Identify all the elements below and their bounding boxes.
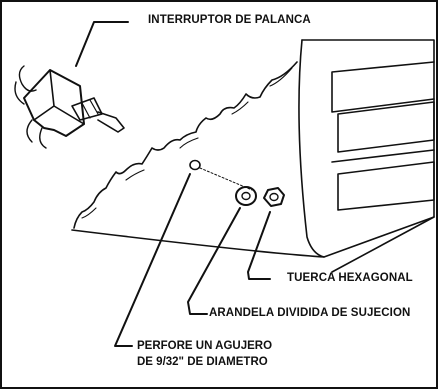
toggle-switch-bushing bbox=[71, 97, 103, 121]
label-toggle-switch: INTERRUPTOR DE PALANCA bbox=[148, 14, 311, 26]
front-frame-inner-upper bbox=[337, 101, 435, 153]
label-split-lock-washer: ARANDELA DIVIDIDA DE SUJECION bbox=[209, 307, 411, 319]
leader-split-washer bbox=[187, 207, 241, 315]
alignment-dashed-line bbox=[199, 167, 253, 191]
split-lock-washer-shape bbox=[235, 186, 257, 206]
label-hex-nut: TUERCA HEXAGONAL bbox=[287, 272, 413, 284]
leader-hex-nut bbox=[247, 211, 271, 280]
panel-cutaway-edge bbox=[73, 61, 298, 229]
toggle-switch-body bbox=[23, 69, 85, 137]
front-frame-inner-lower bbox=[337, 161, 435, 211]
leader-drill-hole bbox=[114, 173, 191, 347]
hex-nut-shape bbox=[263, 187, 285, 207]
side-panel-bottom-edge bbox=[71, 229, 325, 258]
leader-toggle-switch bbox=[75, 21, 129, 67]
toggle-switch-lever bbox=[97, 111, 125, 133]
cabinet-back-outline bbox=[301, 39, 435, 273]
label-drill-hole-line1: PERFORE UN AGUJERO bbox=[137, 340, 273, 352]
drill-hole bbox=[189, 159, 201, 171]
toggle-switch-wires bbox=[14, 65, 47, 149]
front-frame-divider bbox=[331, 149, 435, 163]
front-frame-upper bbox=[331, 61, 435, 113]
label-drill-hole-line2: DE 9/32" DE DIAMETRO bbox=[137, 356, 268, 368]
side-panel-outline bbox=[298, 39, 435, 258]
panel-cutaway-edge-inner bbox=[81, 67, 293, 219]
